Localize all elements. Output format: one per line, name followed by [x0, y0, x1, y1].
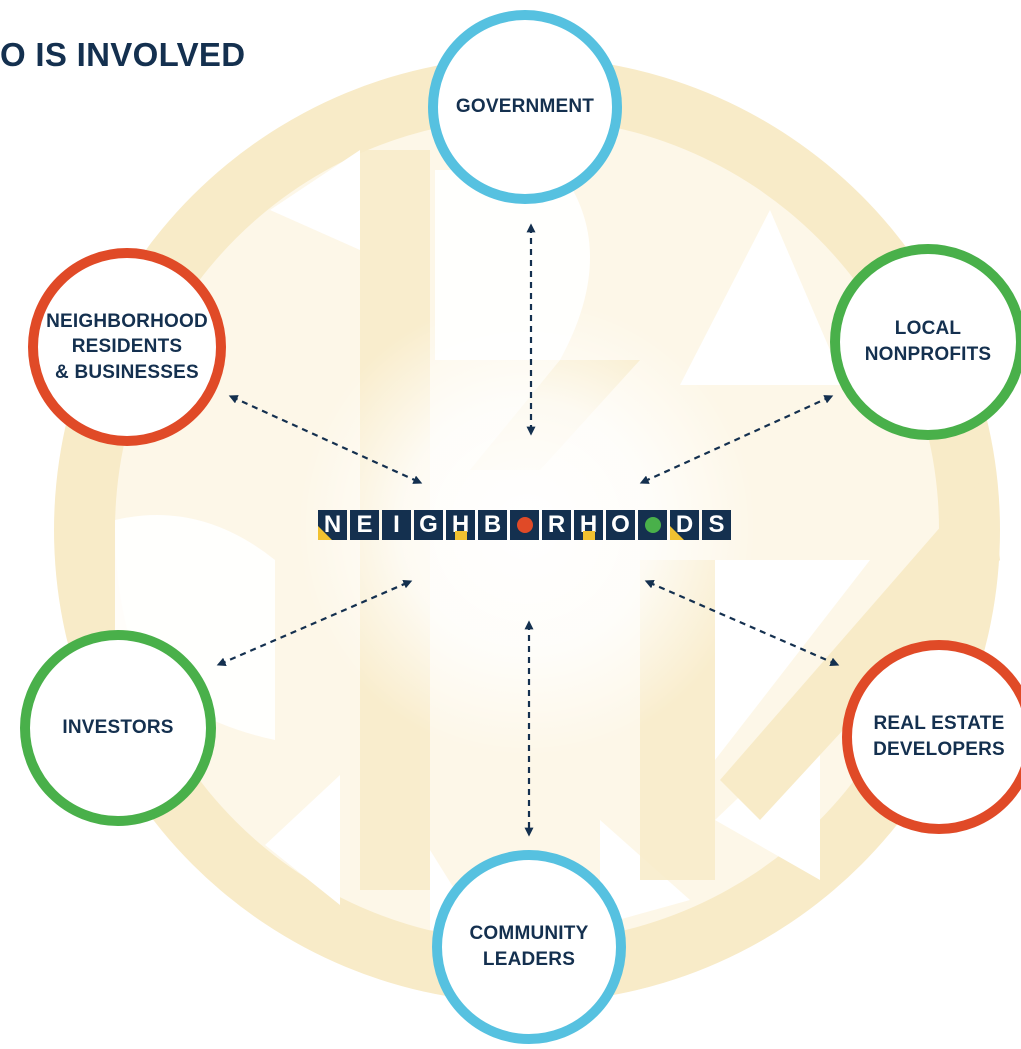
logo-red-dot — [516, 517, 533, 533]
logo-letter-h2: H — [574, 510, 603, 540]
node-nonprofits-label: LOCAL NONPROFITS — [864, 318, 992, 365]
logo-letter-r: R — [542, 510, 571, 540]
logo-letter-i: I — [382, 510, 411, 540]
logo-yellow-notch — [583, 531, 595, 540]
logo-letter-e: E — [350, 510, 379, 540]
connector-investors — [216, 580, 413, 666]
logo-yellow-notch — [455, 531, 467, 540]
logo-green-dot — [644, 517, 661, 533]
logo-yellow-corner — [670, 526, 684, 540]
node-local-nonprofits: LOCAL NONPROFITS — [830, 244, 1021, 440]
node-residents-label: NEIGHBORHOOD RESIDENTS & BUSINESSES — [46, 310, 208, 383]
logo-yellow-corner — [318, 526, 332, 540]
node-residents-businesses: NEIGHBORHOOD RESIDENTS & BUSINESSES — [28, 248, 226, 446]
page-heading: O IS INVOLVED — [0, 36, 246, 73]
logo-letter-h: H — [446, 510, 475, 540]
logo-letter-s: S — [702, 510, 731, 540]
node-community-label: COMMUNITY LEADERS — [469, 923, 589, 970]
watermark-emblem — [54, 57, 1000, 1003]
logo-letter-o-red-dot — [510, 510, 539, 540]
neighborhoods-logo: N E I G H B R H O D S — [318, 510, 731, 540]
node-developers-label: REAL ESTATE DEVELOPERS — [873, 713, 1005, 760]
node-government-label: GOVERNMENT — [455, 96, 595, 118]
node-government: GOVERNMENT — [428, 10, 622, 204]
logo-letter-g: G — [414, 510, 443, 540]
node-investors-label: INVESTORS — [62, 717, 174, 739]
logo-letter-o-green-dot — [638, 510, 667, 540]
connector-nonprofits — [639, 395, 834, 484]
node-real-estate-developers: REAL ESTATE DEVELOPERS — [842, 640, 1021, 834]
logo-letter-n: N — [318, 510, 347, 540]
node-investors: INVESTORS — [20, 630, 216, 826]
logo-letter-o2: O — [606, 510, 635, 540]
connector-developers — [644, 580, 840, 666]
node-community-leaders: COMMUNITY LEADERS — [432, 850, 626, 1044]
logo-letter-d: D — [670, 510, 699, 540]
connector-residents — [228, 395, 423, 484]
logo-letter-b: B — [478, 510, 507, 540]
